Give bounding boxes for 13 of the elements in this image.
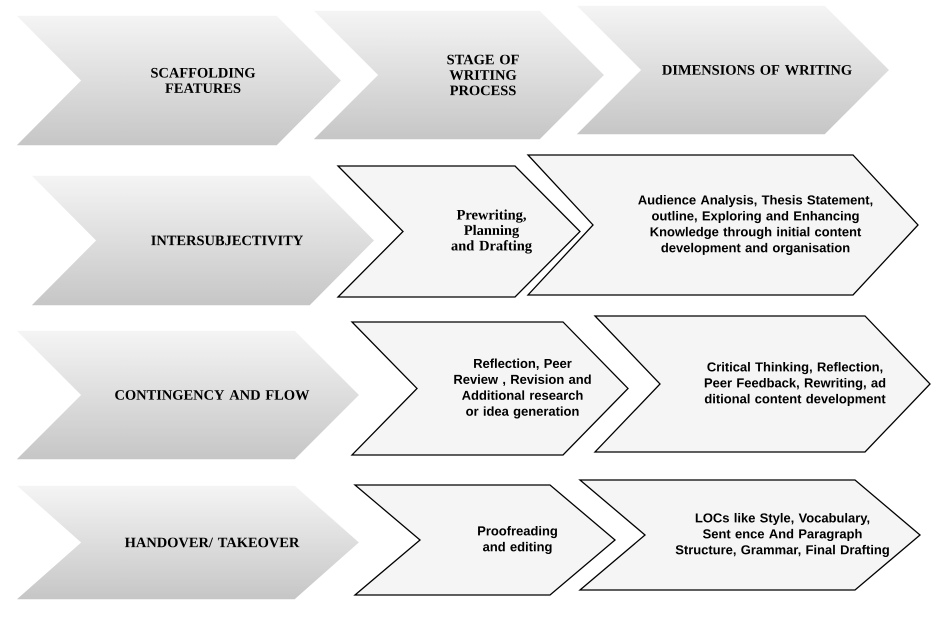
chevron-box: Proofreading and editing (353, 484, 616, 596)
chevron-box: HANDOVER/ TAKEOVER (13, 484, 362, 601)
chevron-box: CONTINGENCY AND FLOW (13, 329, 362, 461)
chevron-box: SCAFFOLDING FEATURES (13, 14, 344, 147)
chevron-box: STAGE OF WRITING PROCESS (310, 9, 606, 141)
node-label: Audience Analysis, Thesis Statement, outline, Exploring and Enhancing Knowledge through initial content development and organisation (638, 195, 872, 255)
chevron-box: Critical Thinking, Reflection, Peer Feedback, Rewriting, ad ditional content development (594, 315, 931, 453)
chevron-box: LOCs like Style, Vocabulary, Sent ence And Paragraph Structure, Grammar, Final Drafting (578, 479, 922, 591)
chevron-box: Reflection, Peer Review , Revision and Additional research or idea generation (350, 321, 629, 456)
chevron-box: Prewriting, Planning and Drafting (336, 165, 581, 298)
node-label: LOCs like Style, Vocabulary, Sent ence And Paragraph Structure, Grammar, Final Drafting (676, 512, 889, 557)
chevron-box: INTERSUBJECTIVITY (28, 174, 376, 307)
chevron-box: DIMENSIONS OF WRITING (573, 4, 892, 136)
